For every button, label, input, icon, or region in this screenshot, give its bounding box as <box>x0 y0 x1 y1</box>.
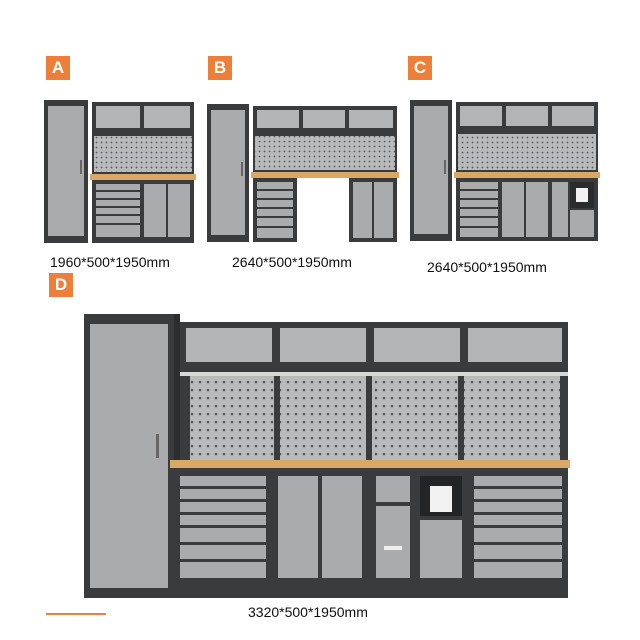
variant-c-image <box>410 100 600 243</box>
variant-b-badge: B <box>208 56 232 80</box>
variant-d-dimensions: 3320*500*1950mm <box>248 604 368 620</box>
variant-a-dimensions: 1960*500*1950mm <box>50 254 170 270</box>
variant-c-dimensions: 2640*500*1950mm <box>427 259 547 275</box>
variant-b-dimensions: 2640*500*1950mm <box>232 254 352 270</box>
variant-d-badge: D <box>49 273 73 297</box>
accent-underline <box>46 613 106 615</box>
variant-a-image <box>44 100 196 245</box>
variant-a-badge: A <box>46 56 70 80</box>
variant-b-image <box>207 104 399 244</box>
variant-d-image <box>84 314 570 600</box>
variant-c-badge: C <box>408 56 432 80</box>
